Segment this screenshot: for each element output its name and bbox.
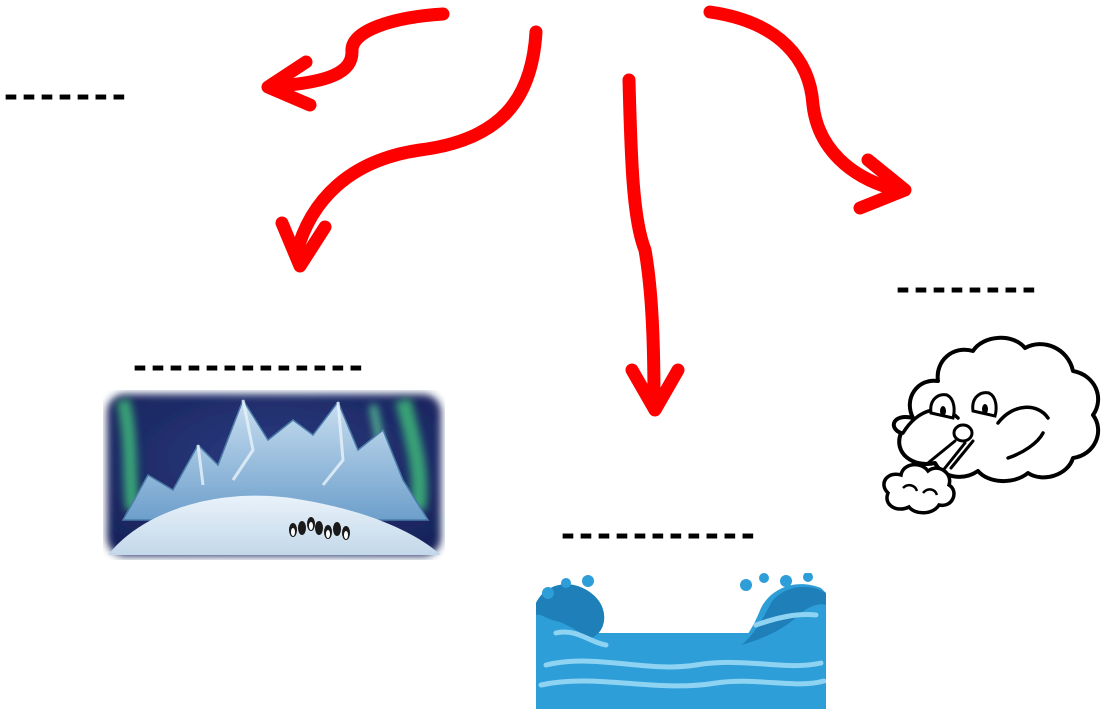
arrow-ice (296, 32, 536, 255)
ice-mountain-image (103, 390, 445, 560)
wind-cloud-image (873, 333, 1103, 518)
mouth (954, 425, 972, 441)
arrow-top-left (278, 14, 443, 86)
arrow-water (629, 80, 654, 402)
puff-cloud (884, 465, 954, 513)
ocean-wave-image (536, 573, 826, 709)
